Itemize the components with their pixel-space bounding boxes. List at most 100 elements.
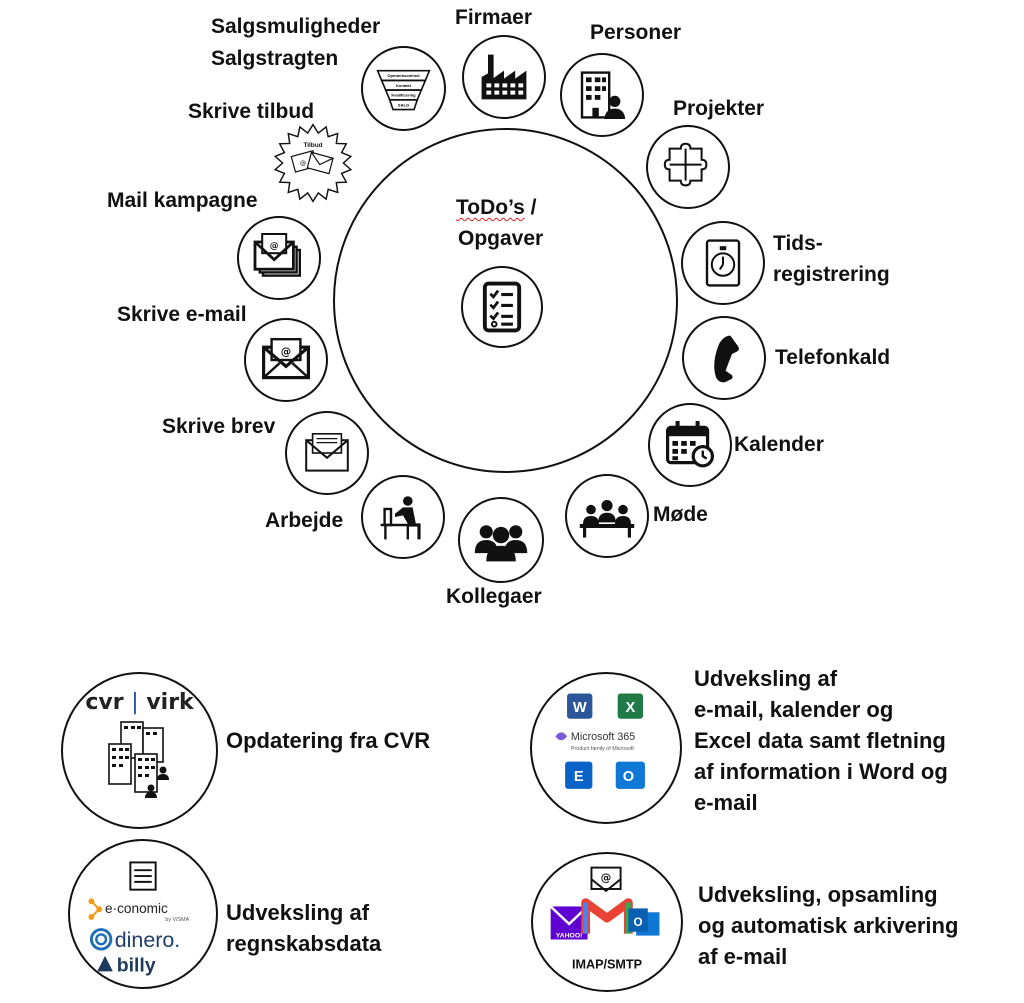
todo-title: ToDo’s / xyxy=(456,196,537,220)
stopwatch-icon xyxy=(705,239,741,287)
ms365-logo-icon xyxy=(555,732,568,741)
economic-text: e·conomic xyxy=(105,901,168,916)
sales-funnel-icon: Opmærksomhed Kontakt Kvalificering SALG xyxy=(376,69,431,111)
letter-icon xyxy=(305,433,349,472)
tilbud-envelopes-icon: @ xyxy=(290,150,334,175)
gmail-icon xyxy=(581,898,633,934)
economic-logo-icon xyxy=(88,898,103,920)
firmaer-circle xyxy=(462,35,546,119)
imap-line-1: Udveksling, opsamling xyxy=(698,882,938,907)
accounting-circle: e·conomic by VISMA dinero. billy xyxy=(68,839,218,989)
svg-text:@: @ xyxy=(299,158,307,167)
todo-title-part1: ToDo’s xyxy=(456,196,525,219)
register-icon xyxy=(129,861,157,891)
imap-line-3: af e-mail xyxy=(698,944,788,969)
label-personer: Personer xyxy=(590,21,682,44)
excel-icon: X xyxy=(617,693,643,719)
label-projekter: Projekter xyxy=(673,97,765,120)
mail-kampagne-circle: @ xyxy=(237,216,321,300)
tidsregistrering-circle xyxy=(681,221,765,305)
checklist-icon xyxy=(482,281,522,333)
label-tids: Tids- xyxy=(773,232,823,255)
label-mail-kampagne: Mail kampagne xyxy=(107,189,258,212)
funnel-circle: Opmærksomhed Kontakt Kvalificering SALG xyxy=(361,46,446,131)
todo-title-part2: / xyxy=(524,196,537,219)
cvr-logo: cvr | virk xyxy=(85,690,194,715)
svg-text:@: @ xyxy=(270,241,279,251)
funnel-stage-1: Opmærksomhed xyxy=(387,73,420,78)
imap-line-2: og automatisk arkivering xyxy=(698,913,959,938)
imap-circle: @ YAHOO! O IMAP/SMTP xyxy=(531,852,683,992)
imap-logos: @ YAHOO! O IMAP/SMTP xyxy=(549,866,660,972)
mass-mail-icon: @ xyxy=(253,233,301,277)
dinero-logo-icon xyxy=(89,928,113,951)
imap-label: IMAP/SMTP xyxy=(572,958,642,972)
email-envelope-icon: @ xyxy=(262,338,310,380)
visma-text: by VISMA xyxy=(165,917,189,923)
arbejde-circle xyxy=(361,475,445,559)
funnel-stage-2: Kontakt xyxy=(396,83,412,88)
puzzle-icon xyxy=(663,142,708,187)
cvr-text: Opdatering fra CVR xyxy=(226,728,431,753)
meeting-icon xyxy=(579,500,635,538)
label-arbejde: Arbejde xyxy=(265,509,344,532)
dinero-text: dinero. xyxy=(115,928,180,952)
ms365-line-4: af information i Word og xyxy=(694,759,948,784)
billy-logo-icon xyxy=(97,955,113,972)
svg-text:O: O xyxy=(634,916,643,929)
svg-text:O: O xyxy=(623,769,634,785)
label-salgsmuligheder: Salgsmuligheder xyxy=(211,15,381,38)
svg-text:E: E xyxy=(574,769,584,785)
ms365-apps-icon: W X Microsoft 365 Product family of Micr… xyxy=(555,693,645,789)
mode-circle xyxy=(565,474,649,558)
cvr-logo-right: virk xyxy=(146,690,194,715)
exchange-icon: E xyxy=(565,761,593,789)
outlook-icon: O xyxy=(615,761,645,789)
accounting-text: Udveksling af regnskabsdata xyxy=(226,897,381,959)
kalender-circle xyxy=(648,403,732,487)
ms365-line-5: e-mail xyxy=(694,790,758,815)
word-icon: W xyxy=(567,693,593,719)
factory-icon xyxy=(481,54,527,100)
ms365-sub: Product family of Microsoft xyxy=(571,746,634,752)
cvr-logo-left: cvr xyxy=(85,690,124,715)
svg-text:@: @ xyxy=(281,346,291,358)
yahoo-text: YAHOO! xyxy=(556,933,583,940)
funnel-stage-3: Kvalificering xyxy=(391,93,416,98)
ms365-line-2: e-mail, kalender og xyxy=(694,697,894,722)
label-kalender: Kalender xyxy=(734,433,824,456)
skrive-brev-circle xyxy=(285,411,369,495)
accounting-logos: e·conomic by VISMA dinero. billy xyxy=(88,861,190,976)
label-skrive-email: Skrive e-mail xyxy=(117,303,247,326)
ms365-line-1: Udveksling af xyxy=(694,666,838,691)
building-person-icon xyxy=(580,71,626,119)
label-mode: Møde xyxy=(653,503,708,526)
label-kollegaer: Kollegaer xyxy=(446,585,542,608)
cvr-buildings-icon xyxy=(108,721,169,798)
billy-text: billy xyxy=(117,954,156,976)
projekter-circle xyxy=(646,125,730,209)
mail-at-icon: @ xyxy=(590,866,622,893)
label-telefonkald: Telefonkald xyxy=(775,346,891,369)
accounting-line-1: Udveksling af xyxy=(226,900,370,925)
ms365-line-3: Excel data samt fletning xyxy=(694,728,946,753)
svg-text:W: W xyxy=(573,700,587,716)
label-skrive-brev: Skrive brev xyxy=(162,415,276,438)
funnel-stage-4: SALG xyxy=(398,102,409,107)
phone-icon xyxy=(714,335,739,383)
cvr-circle: cvr | virk xyxy=(61,672,218,829)
label-skrive-tilbud: Skrive tilbud xyxy=(188,100,315,123)
tilbud-text: Tilbud xyxy=(303,142,322,149)
label-registrering: registrering xyxy=(773,263,890,286)
svg-text:X: X xyxy=(625,700,635,716)
kollegaer-circle xyxy=(458,497,544,583)
svg-text:@: @ xyxy=(601,871,612,884)
ms365-text: Udveksling af e-mail, kalender og Excel … xyxy=(694,663,948,818)
accounting-line-2: regnskabsdata xyxy=(226,931,382,956)
ms365-circle: W X Microsoft 365 Product family of Micr… xyxy=(530,672,682,824)
opgaver-title: Opgaver xyxy=(458,227,544,250)
label-salgstragten: Salgstragten xyxy=(211,47,339,70)
desk-worker-icon xyxy=(380,496,421,540)
colleagues-icon xyxy=(474,525,528,562)
